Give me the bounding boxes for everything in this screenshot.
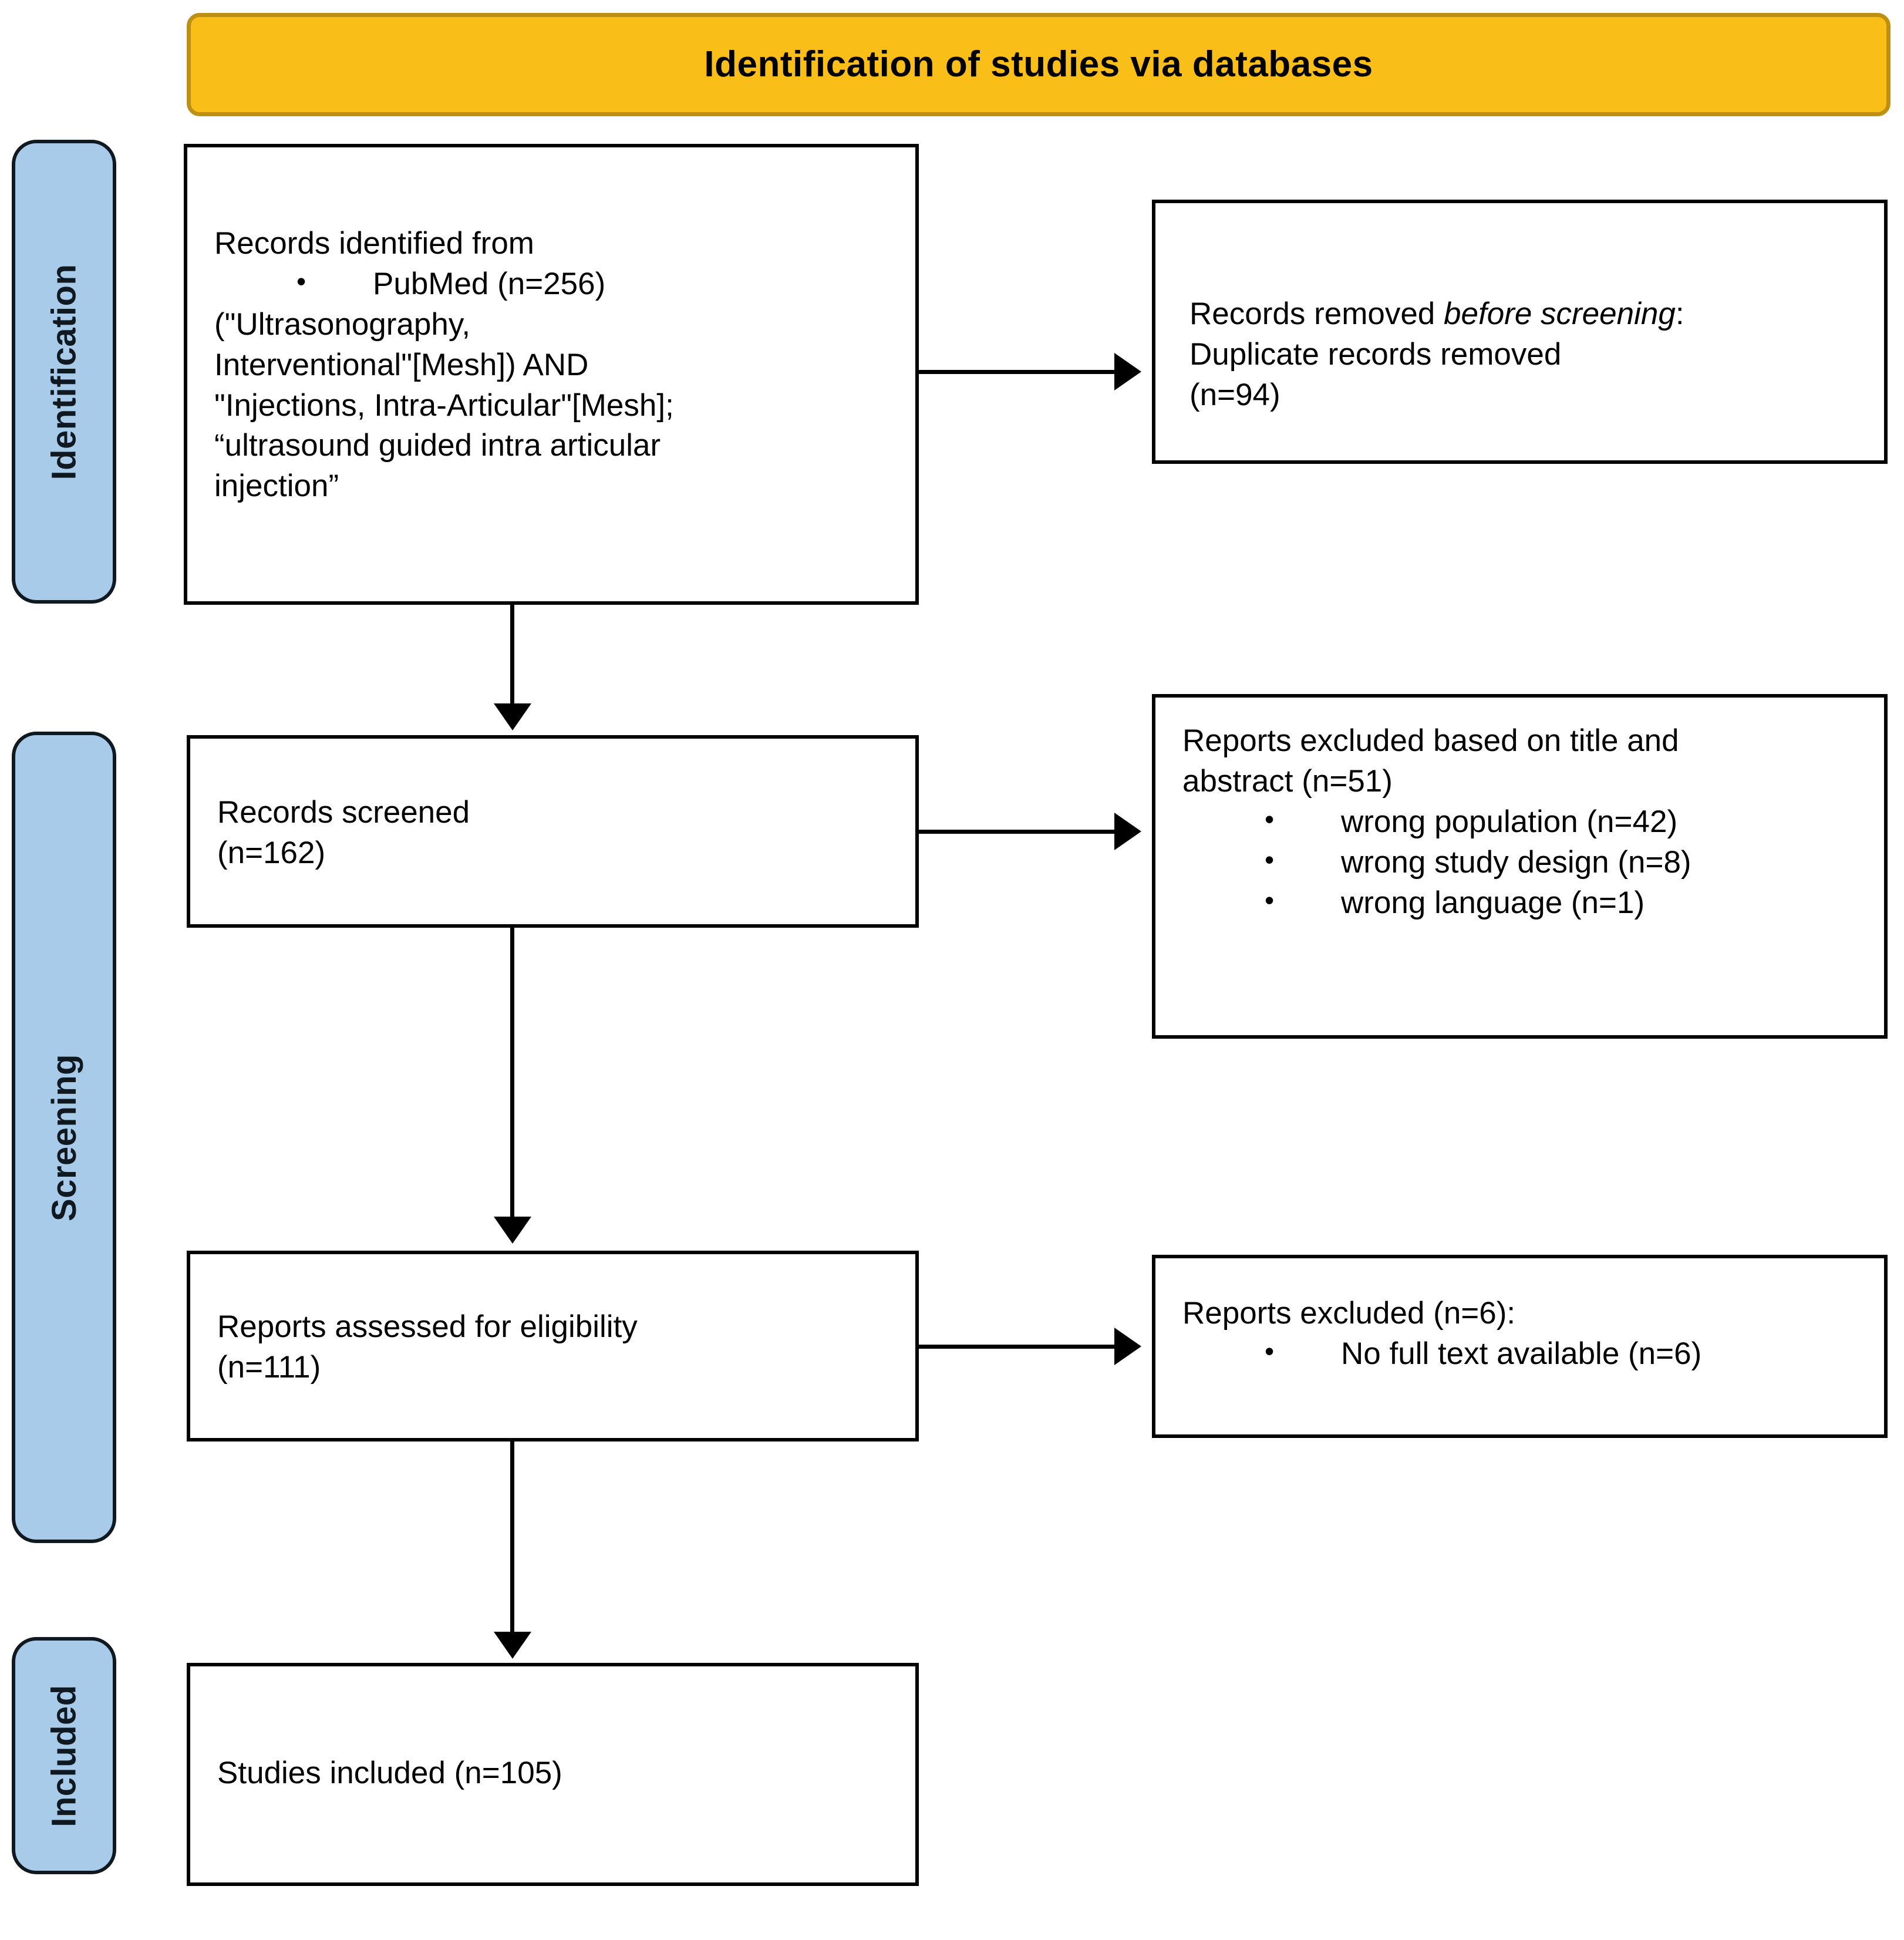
box-studies-included: Studies included (n=105) bbox=[187, 1663, 919, 1886]
connector-screened-to-excluded-line bbox=[919, 830, 1118, 834]
records-removed-suffix: : bbox=[1675, 297, 1684, 331]
list-item: PubMed (n=256) bbox=[214, 263, 898, 305]
stage-bar-included: Included bbox=[12, 1637, 116, 1874]
box-records-identified: Records identified from PubMed (n=256) (… bbox=[184, 144, 919, 605]
box-reports-excluded-fulltext-content: Reports excluded (n=6): No full text ava… bbox=[1182, 1294, 1866, 1375]
connector-identified-to-screened-line bbox=[510, 605, 514, 710]
records-identified-line-4: "Injections, Intra-Articular"[Mesh]; bbox=[214, 388, 674, 423]
arrow-down-icon bbox=[494, 1217, 531, 1244]
excluded-fulltext-reasons: No full text available (n=6) bbox=[1182, 1333, 1866, 1375]
connector-eligibility-to-excluded-line bbox=[919, 1345, 1118, 1349]
stage-label-identification: Identification bbox=[45, 264, 83, 480]
list-item: wrong population (n=42) bbox=[1182, 801, 1866, 843]
records-removed-italic: before screening bbox=[1444, 297, 1676, 331]
records-identified-line-5: “ultrasound guided intra articular bbox=[214, 428, 661, 463]
records-identified-line-2: ("Ultrasonography, bbox=[214, 307, 471, 342]
box-records-identified-content: Records identified from PubMed (n=256) (… bbox=[214, 224, 898, 507]
box-reports-excluded-fulltext: Reports excluded (n=6): No full text ava… bbox=[1152, 1255, 1888, 1438]
arrow-right-icon bbox=[1114, 353, 1141, 390]
stage-bar-identification: Identification bbox=[12, 140, 116, 604]
excluded-fulltext-line-1: Reports excluded (n=6): bbox=[1182, 1296, 1516, 1331]
records-identified-line-6: injection” bbox=[214, 469, 339, 504]
connector-screened-to-eligibility-line bbox=[510, 928, 514, 1221]
records-removed-prefix: Records removed bbox=[1189, 297, 1444, 331]
box-records-screened: Records screened (n=162) bbox=[187, 735, 919, 928]
header-title: Identification of studies via databases bbox=[704, 43, 1373, 85]
list-item: wrong study design (n=8) bbox=[1182, 841, 1866, 883]
header-banner: Identification of studies via databases bbox=[187, 13, 1890, 116]
list-item: wrong language (n=1) bbox=[1182, 882, 1866, 924]
records-identified-line-1: Records identified from bbox=[214, 226, 534, 261]
excluded-title-line-1: Reports excluded based on title and bbox=[1182, 723, 1679, 758]
stage-label-screening: Screening bbox=[45, 1053, 83, 1221]
stage-label-included: Included bbox=[45, 1684, 83, 1827]
records-identified-sources: PubMed (n=256) bbox=[214, 263, 898, 305]
records-screened-line-1: Records screened bbox=[217, 795, 470, 830]
list-item: No full text available (n=6) bbox=[1182, 1333, 1866, 1375]
box-reports-excluded-title-abstract-content: Reports excluded based on title and abst… bbox=[1182, 721, 1866, 923]
records-screened-line-2: (n=162) bbox=[217, 835, 326, 870]
records-removed-line-1: Records removed before screening: bbox=[1189, 294, 1866, 335]
stage-bar-screening: Screening bbox=[12, 732, 116, 1543]
connector-eligibility-to-included-line bbox=[510, 1441, 514, 1636]
box-records-removed: Records removed before screening: Duplic… bbox=[1152, 200, 1888, 464]
eligibility-line-2: (n=111) bbox=[217, 1349, 321, 1385]
arrow-right-icon bbox=[1114, 1328, 1141, 1365]
arrow-down-icon bbox=[494, 703, 531, 730]
records-removed-line-3: (n=94) bbox=[1189, 377, 1280, 412]
box-reports-excluded-title-abstract: Reports excluded based on title and abst… bbox=[1152, 694, 1888, 1039]
connector-identified-to-removed-line bbox=[919, 370, 1118, 374]
box-records-removed-content: Records removed before screening: Duplic… bbox=[1189, 294, 1866, 416]
eligibility-line-1: Reports assessed for eligibility bbox=[217, 1309, 638, 1344]
studies-included-line-1: Studies included (n=105) bbox=[217, 1756, 562, 1790]
box-records-screened-content: Records screened (n=162) bbox=[217, 793, 898, 874]
arrow-down-icon bbox=[494, 1632, 531, 1659]
box-studies-included-content: Studies included (n=105) bbox=[217, 1753, 898, 1794]
excluded-title-reasons: wrong population (n=42) wrong study desi… bbox=[1182, 801, 1866, 924]
excluded-title-line-2: abstract (n=51) bbox=[1182, 763, 1393, 799]
arrow-right-icon bbox=[1114, 813, 1141, 850]
box-reports-assessed-eligibility: Reports assessed for eligibility (n=111) bbox=[187, 1251, 919, 1441]
box-reports-assessed-eligibility-content: Reports assessed for eligibility (n=111) bbox=[217, 1307, 898, 1388]
records-removed-line-2: Duplicate records removed bbox=[1189, 336, 1562, 372]
records-identified-line-3: Interventional"[Mesh]) AND bbox=[214, 347, 589, 382]
